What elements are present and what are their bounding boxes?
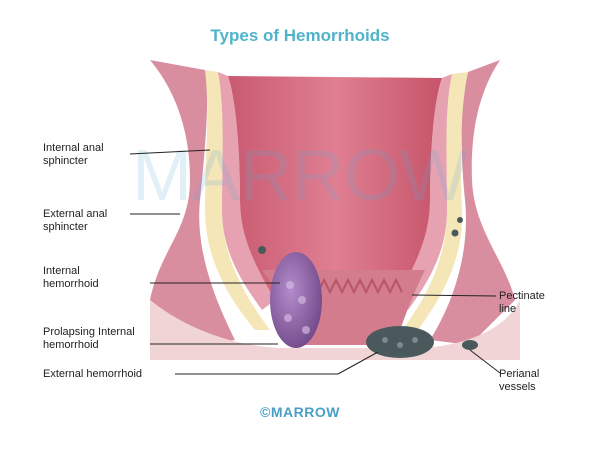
label-internal-anal-sphincter: Internal anal sphincter (43, 142, 104, 167)
label-pectinate-line: Pectinate line (499, 290, 545, 315)
skin-base (150, 300, 520, 360)
label-internal-hemorrhoid: Internal hemorrhoid (43, 265, 99, 290)
credit-text: ©MARROW (260, 404, 340, 420)
label-perianal-vessels: Perianal vessels (499, 368, 540, 393)
perianal-vessels-mass (462, 340, 478, 350)
label-external-hemorrhoid: External hemorrhoid (43, 368, 143, 380)
right-internal-sphincter (396, 74, 452, 310)
rectal-wall (228, 76, 442, 300)
left-internal-sphincter (218, 72, 275, 310)
left-fat-layer (205, 70, 270, 330)
diagram-title: Types of Hemorrhoids (210, 26, 390, 45)
left-external-sphincter (150, 60, 235, 345)
label-prolapsing-internal-hemorrhoid: Prolapsing Internal hemorrhoid (43, 326, 135, 351)
label-external-anal-sphincter: External anal sphincter (43, 208, 108, 233)
right-fat-layer (402, 72, 468, 330)
watermark-text: MARROW (132, 136, 468, 216)
right-external-sphincter (430, 60, 515, 345)
leader-lines (129, 149, 501, 375)
internal-hemorrhoid-mass (270, 252, 322, 348)
